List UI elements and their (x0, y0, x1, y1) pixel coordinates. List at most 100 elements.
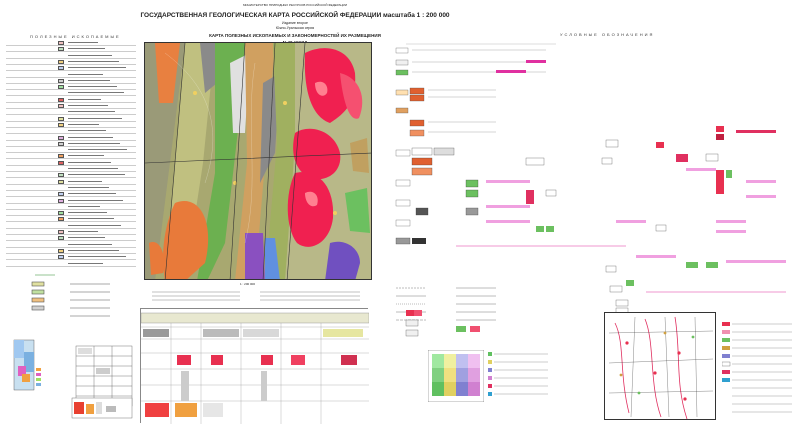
legend-line (68, 79, 110, 81)
legend-row (6, 46, 136, 53)
tectonic-inset-map (13, 339, 41, 391)
legend-row (6, 185, 136, 191)
legend-swatch (58, 236, 64, 241)
legend-row (6, 135, 136, 141)
legend-line (68, 193, 116, 195)
legend-row (6, 191, 136, 198)
map-scale: 1 : 200 000 (240, 282, 256, 286)
legend-line (68, 67, 126, 69)
legend-swatch (58, 104, 64, 108)
legend-row (6, 40, 136, 46)
legend-row (6, 78, 136, 84)
ministry-header: МИНИСТЕРСТВО ПРИРОДНЫХ РЕСУРСОВ РОССИЙСК… (243, 3, 347, 7)
right-legend-title: УСЛОВНЫЕ ОБОЗНАЧЕНИЯ (560, 32, 655, 37)
legend-row (6, 65, 136, 72)
geological-map[interactable] (144, 42, 372, 280)
legend-row (6, 179, 136, 185)
stratigraphic-column (140, 308, 370, 424)
legend-row (6, 109, 136, 116)
map-footer-legend (152, 291, 360, 301)
legend-swatch (58, 230, 64, 234)
legend-line (68, 161, 111, 163)
stratigraphic-column-canvas (140, 309, 370, 424)
correlation-columns (75, 345, 133, 407)
legend-line (68, 262, 103, 264)
sheet-title: ГОСУДАРСТВЕННАЯ ГЕОЛОГИЧЕСКАЯ КАРТА РОСС… (140, 12, 450, 19)
legend-line (68, 54, 112, 56)
legend-swatch (58, 192, 64, 197)
left-legend-symbols (31, 274, 110, 317)
legend-line (68, 231, 98, 232)
legend-line (68, 186, 109, 188)
map-name: КАРТА ПОЛЕЗНЫХ ИСКОПАЕМЫХ И ЗАКОНОМЕРНОС… (209, 33, 381, 38)
legend-line (68, 136, 113, 138)
legend-line (68, 199, 123, 201)
color-grid-legend (488, 352, 548, 396)
legend-line (68, 224, 121, 226)
minerals-legend-table (6, 40, 136, 270)
edition-label: Издание второе (282, 21, 308, 25)
legend-symbols-canvas (395, 43, 786, 337)
series-label: Южно-Уральская серия (275, 26, 315, 30)
legend-row (6, 153, 136, 160)
legend-row (6, 141, 136, 147)
orange-section (71, 397, 133, 419)
legend-line (68, 218, 114, 220)
legend-line (68, 168, 118, 169)
legend-line (68, 130, 106, 132)
legend-row (6, 90, 136, 97)
legend-line (68, 73, 103, 75)
legend-row (6, 147, 136, 154)
legend-line (68, 48, 105, 50)
legend-row (6, 128, 136, 135)
legend-line (68, 98, 101, 100)
legend-row (6, 223, 136, 229)
legend-swatch (58, 255, 64, 260)
legend-swatch (58, 154, 64, 159)
legend-swatch (58, 122, 64, 127)
legend-row (6, 198, 136, 204)
legend-row (6, 59, 136, 65)
legend-line (68, 155, 104, 157)
legend-row (6, 84, 136, 91)
legend-line (68, 249, 119, 251)
legend-swatch (58, 66, 64, 71)
legend-row (6, 229, 136, 235)
legend-row (6, 210, 136, 217)
legend-line (68, 243, 112, 245)
legend-swatch (58, 198, 64, 203)
legend-line (68, 42, 98, 43)
regularity-scheme-canvas (605, 313, 715, 419)
legend-row (6, 248, 136, 254)
series-edition: Издание второе Южно-Уральская серия (180, 21, 410, 31)
legend-row (6, 172, 136, 179)
legend-swatch (58, 59, 64, 64)
geological-map-canvas (145, 43, 371, 279)
legend-swatch (58, 211, 64, 216)
left-legend-title: ПОЛЕЗНЫЕ ИСКОПАЕМЫЕ (30, 34, 121, 39)
legend-line (68, 142, 120, 144)
scheme-legend (722, 322, 792, 413)
legend-swatch (58, 47, 64, 52)
regularity-scheme-map[interactable] (604, 312, 716, 420)
legend-swatch (58, 173, 64, 178)
legend-row (6, 122, 136, 128)
legend-swatch (58, 160, 64, 165)
legend-row (6, 204, 136, 210)
legend-row (6, 116, 136, 122)
legend-swatch (58, 179, 64, 184)
legend-line (68, 174, 125, 176)
legend-row (6, 235, 136, 242)
legend-swatch (58, 85, 64, 90)
legend-row (6, 166, 136, 172)
legend-line (68, 149, 127, 151)
legend-swatch (58, 41, 64, 45)
legend-line (68, 60, 119, 62)
legend-swatch (58, 78, 64, 83)
legend-line (68, 237, 105, 239)
legend-swatch (58, 97, 64, 102)
legend-swatch (58, 217, 64, 222)
legend-swatch (58, 141, 64, 146)
legend-row (6, 72, 136, 78)
